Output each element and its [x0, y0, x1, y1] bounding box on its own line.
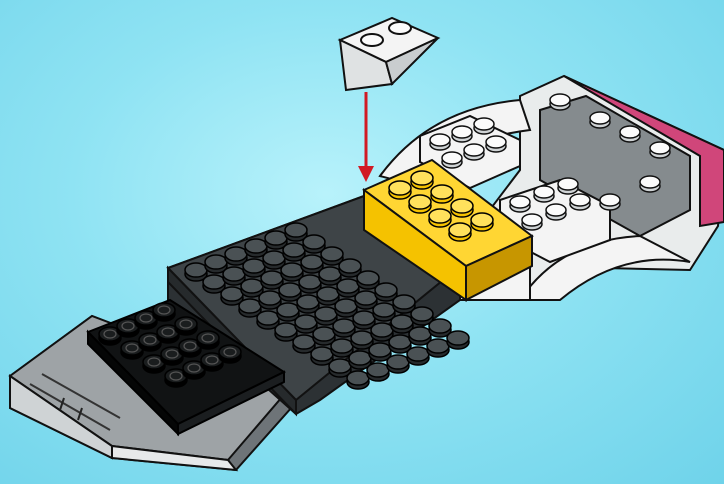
stud-top — [277, 303, 299, 317]
stud-top — [620, 126, 640, 138]
stud-top — [257, 311, 279, 325]
stud-top — [411, 307, 433, 321]
stud-top — [347, 371, 369, 385]
stud-top — [315, 307, 337, 321]
stud-top — [431, 185, 453, 199]
stud-top — [389, 181, 411, 195]
stud-top — [387, 355, 409, 369]
stud-top — [442, 152, 462, 164]
stud-top — [303, 235, 325, 249]
white-slope-brick — [340, 18, 438, 90]
stud-top — [241, 279, 263, 293]
stud-top — [225, 247, 247, 261]
stud-top — [239, 299, 261, 313]
stud-top — [389, 335, 411, 349]
stud-top — [369, 343, 391, 357]
stud-top — [367, 363, 389, 377]
stud-top — [321, 247, 343, 261]
stud-top — [221, 287, 243, 301]
stud-top — [205, 255, 227, 269]
stud-top — [313, 327, 335, 341]
stud-top — [464, 144, 484, 156]
stud-top — [299, 275, 321, 289]
stud-top — [650, 142, 670, 154]
stud-top — [570, 194, 590, 206]
stud-top — [301, 255, 323, 269]
stud-top — [411, 171, 433, 185]
stud-top — [522, 214, 542, 226]
stud-top — [534, 186, 554, 198]
stud-top — [355, 291, 377, 305]
stud-top — [429, 319, 451, 333]
stud-top — [391, 315, 413, 329]
stud-top — [333, 319, 355, 333]
stud-top — [474, 118, 494, 130]
stud-top — [640, 176, 660, 188]
stud-top — [293, 335, 315, 349]
stud-top — [452, 126, 472, 138]
stud-top — [275, 323, 297, 337]
stud-top — [409, 327, 431, 341]
stud-top — [451, 199, 473, 213]
stud-top — [311, 347, 333, 361]
stud-top — [600, 194, 620, 206]
stud-top — [449, 223, 471, 237]
stud-top — [153, 303, 175, 317]
stud-top — [429, 209, 451, 223]
stud-top — [510, 196, 530, 208]
stud-top — [357, 271, 379, 285]
stud-top — [223, 267, 245, 281]
stud-top — [375, 283, 397, 297]
stud-top — [243, 259, 265, 273]
stud-top — [297, 295, 319, 309]
placement-arrow — [358, 92, 374, 182]
stud-top — [185, 263, 207, 277]
stud-top — [430, 134, 450, 146]
stud-top — [339, 259, 361, 273]
stud-top — [329, 359, 351, 373]
stud-top — [279, 283, 301, 297]
stud-top — [203, 275, 225, 289]
stud-top — [265, 231, 287, 245]
stud-top — [261, 271, 283, 285]
stud-top — [486, 136, 506, 148]
stud-top — [285, 223, 307, 237]
stud-top — [259, 291, 281, 305]
stud-top — [331, 339, 353, 353]
stud-top — [317, 287, 339, 301]
stud-top — [351, 331, 373, 345]
stud-top — [283, 243, 305, 257]
stud-top — [295, 315, 317, 329]
stud-top — [349, 351, 371, 365]
stud-top — [319, 267, 341, 281]
stud-top — [337, 279, 359, 293]
stud-top — [373, 303, 395, 317]
stud-top — [550, 94, 570, 106]
stud-top — [409, 195, 431, 209]
stud-top — [263, 251, 285, 265]
stud-top — [371, 323, 393, 337]
stud-top — [219, 345, 241, 359]
stud-top — [471, 213, 493, 227]
stud-top — [393, 295, 415, 309]
stud-top — [245, 239, 267, 253]
stud-top — [407, 347, 429, 361]
stud-top — [175, 317, 197, 331]
stud-top — [281, 263, 303, 277]
stud-top — [590, 112, 610, 124]
stud-top — [447, 331, 469, 345]
arrow-down-icon — [358, 166, 374, 182]
stud-top — [197, 331, 219, 345]
stud-top — [546, 204, 566, 216]
stud-top — [427, 339, 449, 353]
stud-top — [558, 178, 578, 190]
stud-top — [335, 299, 357, 313]
stud-top — [353, 311, 375, 325]
